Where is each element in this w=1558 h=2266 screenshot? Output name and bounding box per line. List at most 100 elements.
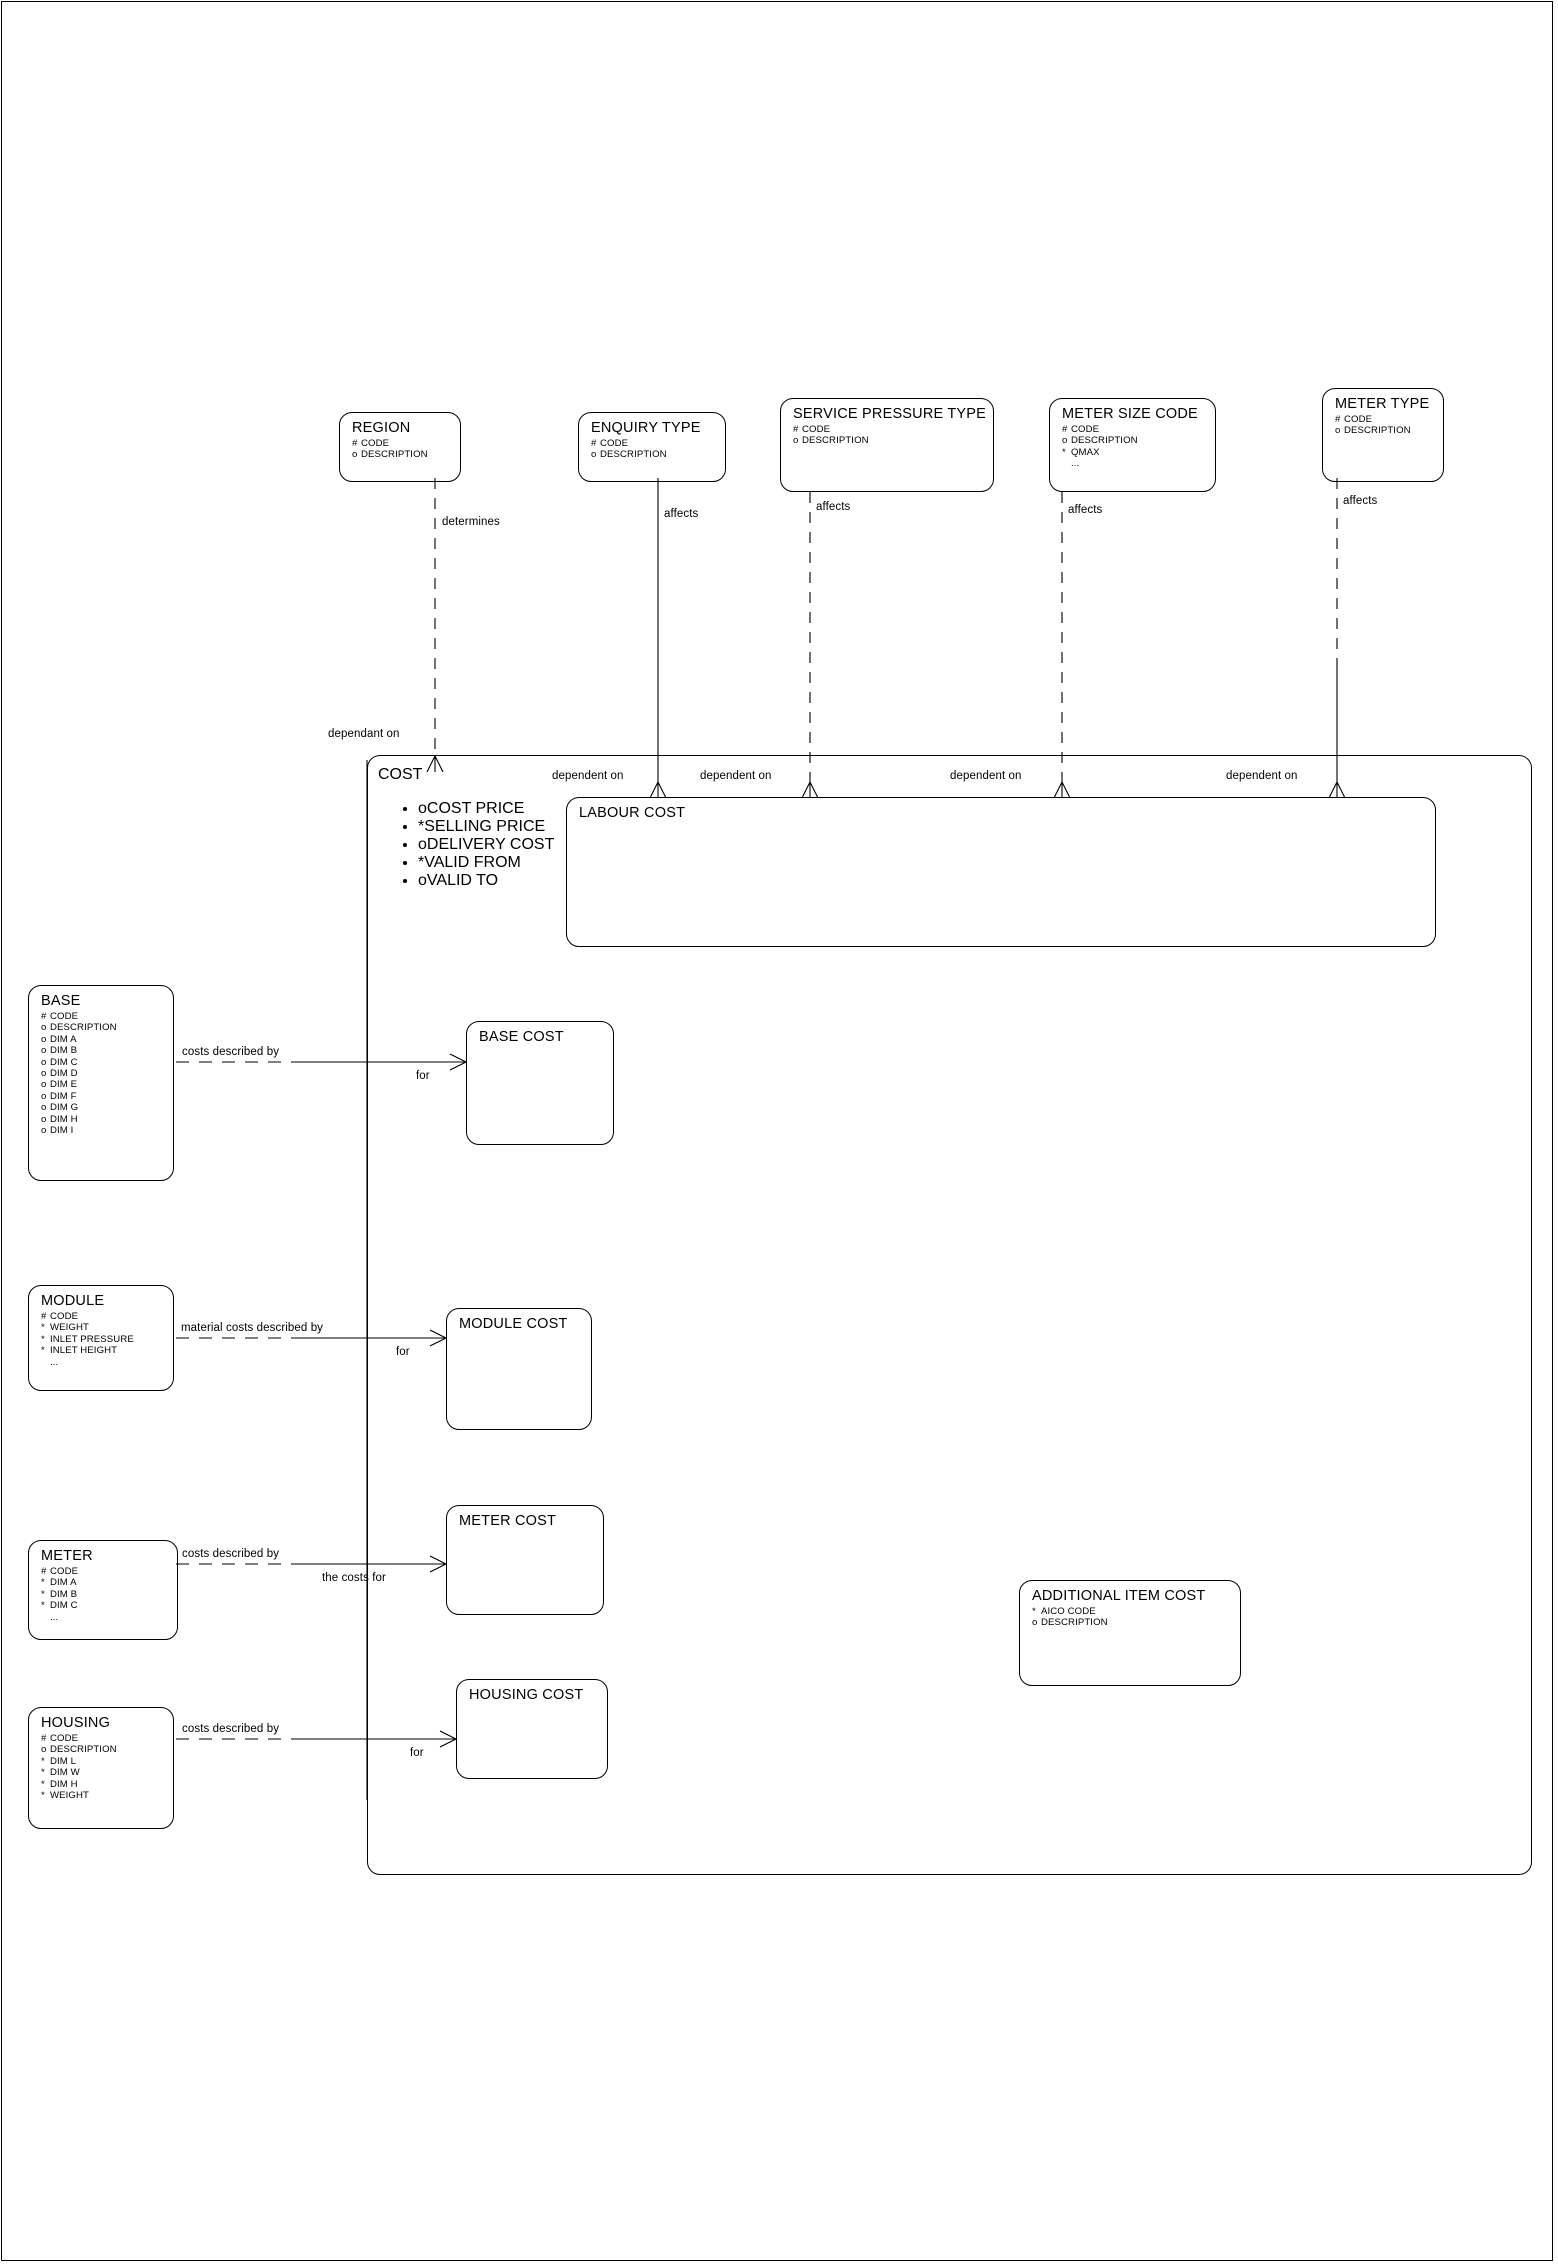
label-service-pressure-dependent-on: dependent on	[700, 770, 772, 782]
attribute-label: DELIVERY COST	[426, 836, 555, 853]
entity-cost-container[interactable]	[367, 755, 1532, 1875]
entity-enquiry-type-title: ENQUIRY TYPE	[591, 420, 701, 436]
entity-module-cost[interactable]: MODULE COST	[446, 1308, 592, 1430]
entity-housing-cost-title: HOUSING COST	[469, 1687, 584, 1703]
attribute-marker: o	[41, 1033, 47, 1045]
attribute-label: WEIGHT	[50, 1322, 89, 1334]
label-meter-size-affects: affects	[1068, 504, 1103, 516]
entity-meter-attributes: #CODE *DIM A *DIM B *DIM C ...	[41, 1566, 167, 1623]
attribute-row: *AICO CODE	[1032, 1606, 1230, 1617]
attribute-marker: o	[41, 1045, 47, 1057]
attribute-marker: #	[793, 424, 799, 435]
attribute-row: ...	[41, 1357, 163, 1368]
label-meter-type-affects: affects	[1343, 495, 1378, 507]
attribute-row: #CODE	[41, 1011, 163, 1022]
attribute-row: *DIM B	[41, 1589, 167, 1600]
attribute-marker: *	[1062, 446, 1066, 458]
attribute-marker: o	[418, 836, 427, 853]
attribute-marker: *	[41, 1790, 45, 1802]
attribute-row: *DIM W	[41, 1767, 163, 1778]
attribute-marker: *	[418, 854, 425, 871]
attribute-row: #CODE	[352, 438, 450, 449]
entity-meter[interactable]: METER #CODE *DIM A *DIM B *DIM C ...	[28, 1540, 178, 1640]
attribute-label: DESCRIPTION	[50, 1022, 117, 1034]
entity-base-cost[interactable]: BASE COST	[466, 1021, 614, 1145]
attribute-marker: o	[41, 1056, 47, 1068]
entity-cost-text-block: COST oCOST PRICE *SELLING PRICE oDELIVER…	[378, 766, 554, 906]
attribute-label: CODE	[361, 438, 390, 449]
attribute-marker: #	[1335, 414, 1341, 425]
entity-module-title: MODULE	[41, 1293, 105, 1309]
entity-cost-attributes: oCOST PRICE *SELLING PRICE oDELIVERY COS…	[378, 800, 554, 890]
attribute-label: DIM I	[50, 1125, 74, 1137]
attribute-marker: *	[41, 1345, 45, 1357]
attribute-label: DIM H	[50, 1113, 78, 1125]
label-service-pressure-affects: affects	[816, 501, 851, 513]
entity-meter-cost[interactable]: METER COST	[446, 1505, 604, 1615]
attribute-label: DIM C	[50, 1600, 78, 1612]
attribute-label: DESCRIPTION	[1071, 435, 1138, 447]
attribute-marker: #	[1062, 424, 1068, 435]
attribute-label: DIM B	[50, 1045, 78, 1057]
attribute-label: DIM H	[50, 1778, 78, 1790]
attribute-marker: o	[41, 1125, 47, 1137]
entity-housing-cost[interactable]: HOUSING COST	[456, 1679, 608, 1779]
attribute-row: *INLET PRESSURE	[41, 1334, 163, 1345]
attribute-row: *WEIGHT	[41, 1322, 163, 1333]
entity-module[interactable]: MODULE #CODE *WEIGHT *INLET PRESSURE *IN…	[28, 1285, 174, 1391]
attribute-label: CODE	[1071, 424, 1100, 435]
attribute-label: DIM L	[50, 1755, 77, 1767]
attribute-marker: o	[41, 1090, 47, 1102]
attribute-label: DESCRIPTION	[600, 449, 667, 461]
attribute-label: DIM A	[50, 1033, 77, 1045]
attribute-row: oVALID TO	[418, 872, 554, 890]
attribute-label: DESCRIPTION	[1041, 1617, 1108, 1629]
attribute-marker: o	[41, 1022, 47, 1034]
attribute-row: oCOST PRICE	[418, 800, 554, 818]
crowsfoot-meter-cost	[429, 1555, 447, 1573]
attribute-row: ...	[1062, 458, 1205, 469]
attribute-marker: o	[793, 435, 799, 447]
attribute-label: ...	[1071, 458, 1080, 470]
attribute-label: DIM F	[50, 1090, 77, 1102]
entity-service-pressure-type-title: SERVICE PRESSURE TYPE	[793, 406, 987, 422]
crowsfoot-service-pressure-cost	[801, 781, 819, 799]
attribute-label: DIM D	[50, 1068, 78, 1080]
label-enquiry-affects: affects	[664, 508, 699, 520]
label-base-for: for	[416, 1070, 430, 1082]
attribute-label: DIM E	[50, 1079, 78, 1091]
attribute-label: DIM A	[50, 1577, 77, 1589]
attribute-label: CODE	[50, 1566, 79, 1577]
attribute-row: #CODE	[41, 1311, 163, 1322]
attribute-label: VALID TO	[426, 872, 499, 889]
attribute-label: ...	[50, 1356, 59, 1368]
attribute-marker: o	[41, 1068, 47, 1080]
label-housing-for: for	[410, 1747, 424, 1759]
attribute-label: VALID FROM	[424, 854, 521, 871]
attribute-label: CODE	[50, 1311, 79, 1322]
entity-labour-cost[interactable]: LABOUR COST	[566, 797, 1436, 947]
attribute-marker: #	[352, 438, 358, 449]
